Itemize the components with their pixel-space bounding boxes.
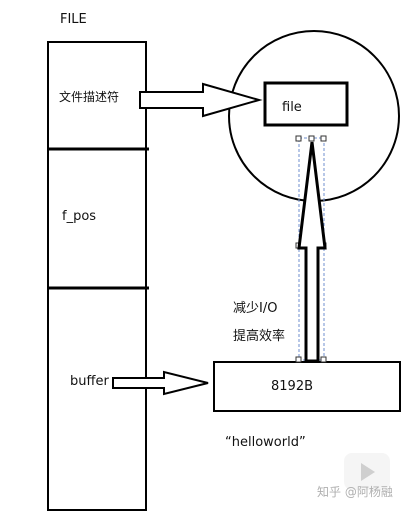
pos-cell-label: f_pos <box>62 209 96 224</box>
fd-to-file-arrow <box>139 82 263 118</box>
file-struct-box <box>47 41 149 511</box>
annotation-reduce-io: 减少I/O <box>233 301 277 316</box>
fd-cell-label: 文件描述符 <box>59 89 119 104</box>
buffer-node-label: 8192B <box>271 379 313 394</box>
content-caption: “helloworld” <box>225 435 306 450</box>
file-struct-title: FILE <box>60 12 87 27</box>
annotation-efficiency: 提高效率 <box>233 328 285 344</box>
buffer-to-node-arrow <box>112 370 209 396</box>
play-icon <box>361 463 375 481</box>
watermark-text: 知乎 @阿杨融 <box>317 485 393 499</box>
buffer-node-box <box>213 361 401 412</box>
file-node-box <box>263 81 349 127</box>
buffer-cell-label: buffer <box>70 374 109 389</box>
file-node-label: file <box>282 100 302 115</box>
buffer-to-file-arrow <box>297 141 327 363</box>
